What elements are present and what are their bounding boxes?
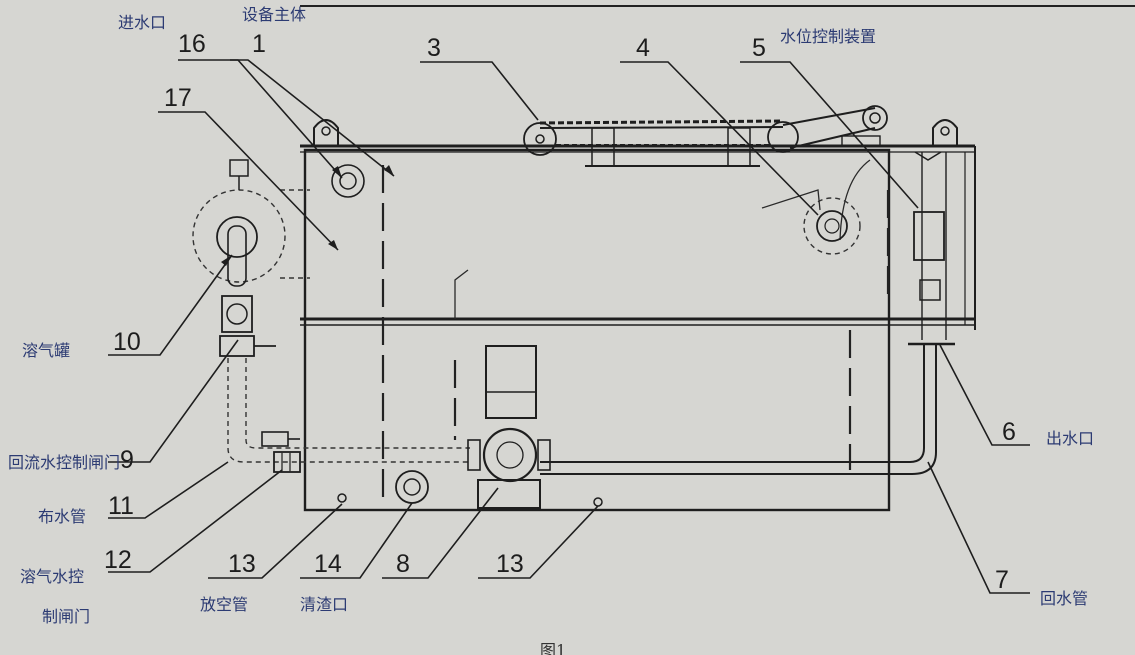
label-7: 7 — [995, 566, 1009, 594]
arrowheads — [221, 165, 394, 266]
dissolved-water-valve — [273, 451, 301, 473]
label-11: 11 — [108, 492, 134, 520]
label-13-right: 13 — [496, 550, 524, 578]
drain-point-left — [337, 493, 347, 503]
lifting-lug-right — [932, 119, 958, 146]
note-level-control: 水位控制装置 — [780, 27, 876, 46]
note-inlet: 进水口 — [118, 13, 166, 32]
label-9: 9 — [120, 446, 134, 474]
label-1: 1 — [252, 30, 266, 58]
tank-outline — [303, 148, 891, 512]
label-10: 10 — [113, 328, 141, 356]
label-14: 14 — [314, 550, 342, 578]
distribution-pipe — [227, 358, 470, 463]
note-outlet: 出水口 — [1046, 429, 1094, 448]
scraper-chain — [523, 119, 799, 167]
label-4: 4 — [636, 34, 650, 62]
figure-caption: 图1 — [540, 641, 566, 655]
label-12: 12 — [104, 546, 132, 574]
label-6: 6 — [1002, 418, 1016, 446]
leader-lines — [108, 59, 1030, 594]
label-13-left: 13 — [228, 550, 256, 578]
label-3: 3 — [427, 34, 441, 62]
note-drain-pipe: 放空管 — [200, 595, 248, 614]
note-return-valve: 回流水控制闸门 — [8, 453, 120, 472]
drive-assembly — [782, 105, 888, 241]
note-dissolved-valve-1: 溶气水控 — [20, 567, 84, 586]
note-main-body: 设备主体 — [242, 5, 306, 24]
note-cleanout: 清渣口 — [300, 595, 348, 614]
note-dissolved-air-tank: 溶气罐 — [22, 341, 70, 360]
label-16: 16 — [178, 30, 206, 58]
level-control-device — [908, 151, 955, 346]
inlet-port — [331, 164, 365, 198]
lifting-lug-left — [313, 119, 339, 146]
label-5: 5 — [752, 34, 766, 62]
dissolved-air-tank — [192, 159, 310, 287]
return-water-valve — [219, 295, 276, 357]
note-dissolved-valve-2: 制闸门 — [42, 607, 90, 626]
label-8: 8 — [396, 550, 410, 578]
note-distribution-pipe: 布水管 — [38, 507, 86, 526]
note-return-pipe: 回水管 — [1040, 589, 1088, 608]
sludge-outlet-flange — [761, 189, 861, 255]
label-17: 17 — [164, 84, 192, 112]
circulation-pump — [467, 345, 551, 509]
return-pipe — [540, 345, 937, 475]
